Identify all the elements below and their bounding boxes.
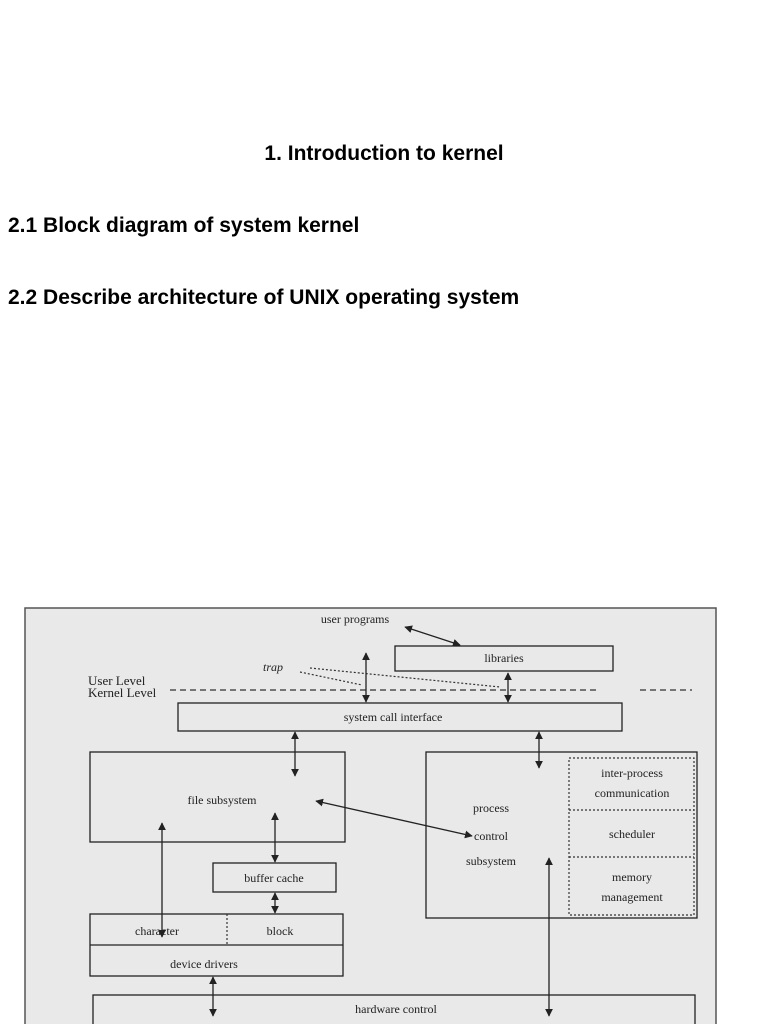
file-subsystem-box [89, 751, 346, 843]
section-heading-2-2: 2.2 Describe architecture of UNIX operat… [8, 286, 520, 309]
label-communication: communication [595, 786, 670, 800]
label-inter-process: inter-process [601, 766, 663, 780]
label-memory: memory [612, 870, 652, 884]
label-libraries: libraries [484, 651, 524, 665]
hardware-control-box [92, 994, 696, 1024]
label-file-subsystem: file subsystem [188, 793, 258, 807]
label-user-level: User Level [88, 673, 146, 688]
label-process: process [473, 801, 509, 815]
libraries-box [394, 645, 614, 672]
label-subsystem: subsystem [466, 854, 517, 868]
system-call-interface-box [177, 702, 623, 732]
label-management: management [601, 890, 663, 904]
page-title: 1. Introduction to kernel [264, 142, 504, 165]
label-character: character [135, 924, 179, 938]
buffer-cache-box [212, 862, 337, 893]
label-buffer-cache: buffer cache [244, 871, 303, 885]
label-hardware-control: hardware control [355, 1002, 437, 1016]
label-system-call-interface: system call interface [344, 710, 443, 724]
section-heading-2-1: 2.1 Block diagram of system kernel [8, 214, 360, 237]
label-trap: trap [263, 660, 283, 674]
label-scheduler: scheduler [609, 827, 655, 841]
label-kernel-level: Kernel Level [88, 685, 157, 700]
label-block: block [267, 924, 294, 938]
label-control: control [474, 829, 509, 843]
label-user-programs: user programs [321, 612, 390, 626]
label-device-drivers: device drivers [170, 957, 238, 971]
